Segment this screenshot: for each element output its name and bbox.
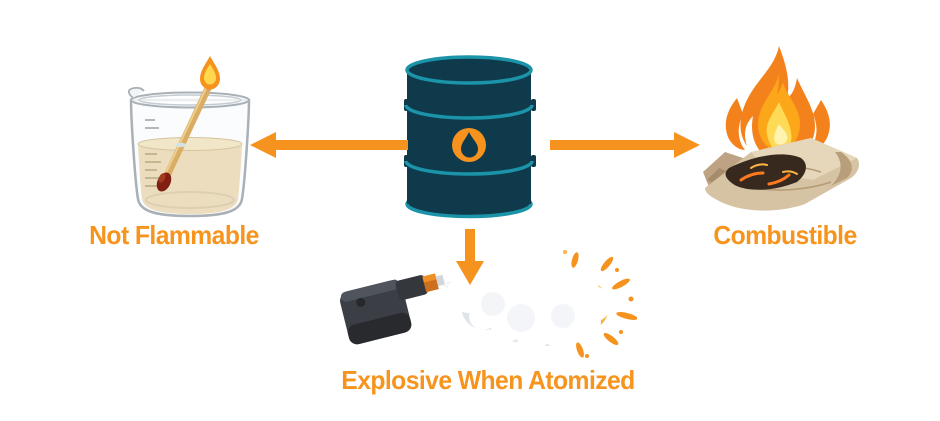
label-combustible: Combustible: [713, 220, 857, 250]
arrow-right-icon: [550, 132, 700, 158]
arrow-down-icon: [456, 229, 484, 285]
atomizer-spray-icon: [325, 244, 637, 370]
oil-barrel-icon: [404, 53, 536, 219]
beaker-match-icon: [115, 42, 267, 220]
label-not-flammable: Not Flammable: [89, 220, 259, 250]
flames: [725, 46, 830, 164]
oil-drop-icon: [452, 128, 486, 162]
atomizer-nozzle: [340, 273, 445, 345]
arrow-left-icon: [250, 132, 408, 158]
label-explosive-when-atomized: Explosive When Atomized: [341, 365, 635, 395]
burning-cloth-icon: [693, 40, 871, 222]
